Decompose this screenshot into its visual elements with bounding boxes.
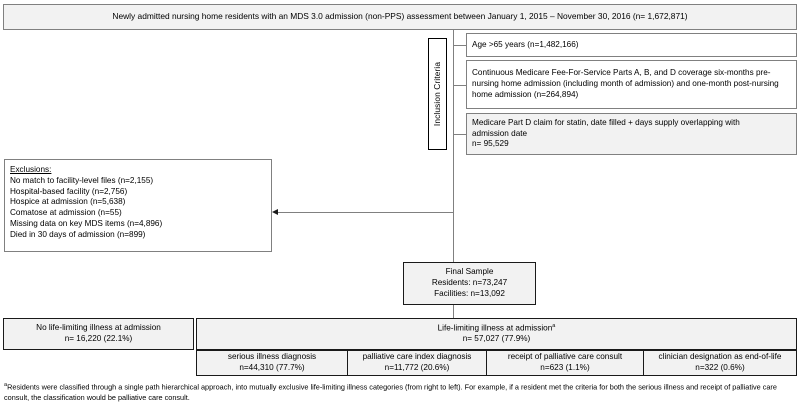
inclusion-step-3-line-3: n= 95,529: [472, 139, 509, 149]
category-label: receipt of palliative care consult: [507, 352, 623, 362]
category-value: n=623 (1.1%): [540, 363, 590, 372]
category-value: n=322 (0.6%): [695, 363, 745, 372]
exclusion-item: Died in 30 days of admission (n=899): [10, 229, 146, 239]
final-sample-line-3: Facilities: n=13,092: [434, 288, 505, 298]
footnote-text: Residents were classified through a sing…: [4, 382, 777, 403]
outcome-life-limiting-box: Life-limiting illness at admissiona n= 5…: [196, 318, 797, 350]
category-box-receipt-of-palliative-care-consult: receipt of palliative care consult n=623…: [486, 350, 644, 376]
connector-to-step-1: [453, 45, 466, 46]
inclusion-step-3-line-1: Medicare Part D claim for statin, date f…: [472, 117, 740, 127]
inclusion-step-2-text: Continuous Medicare Fee-For-Service Part…: [472, 68, 779, 99]
final-sample-line-1: Final Sample: [445, 267, 494, 277]
final-sample-line-2: Residents: n=73,247: [431, 278, 508, 288]
trunk-line-bottom: [453, 305, 454, 318]
category-label: serious illness diagnosis: [227, 352, 317, 362]
exclusion-item: Missing data on key MDS items (n=4,896): [10, 219, 163, 229]
exclusion-item: Hospital-based facility (n=2,756): [10, 186, 128, 196]
inclusion-step-1-text: Age >65 years (n=1,482,166): [472, 39, 579, 49]
category-box-palliative-care-index-diagnosis: palliative care index diagnosis n=11,772…: [347, 350, 487, 376]
category-box-serious-illness-diagnosis: serious illness diagnosis n=44,310 (77.7…: [196, 350, 348, 376]
cohort-title-text: Newly admitted nursing home residents wi…: [112, 11, 688, 22]
outcome-life-limiting-superscript: a: [552, 322, 556, 329]
category-value: n=44,310 (77.7%): [239, 363, 305, 372]
inclusion-criteria-label-text: Inclusion Criteria: [432, 61, 443, 127]
category-label: clinician designation as end-of-life: [658, 352, 782, 362]
exclusions-heading: Exclusions:: [10, 165, 52, 174]
inclusion-step-1-box: Age >65 years (n=1,482,166): [466, 33, 797, 57]
outcome-no-life-limiting-line-2: n= 16,220 (22.1%): [64, 334, 133, 343]
outcome-no-life-limiting-box: No life-limiting illness at admission n=…: [3, 318, 194, 350]
footnote-marker: a: [4, 382, 8, 388]
inclusion-step-3-line-2: admission date: [472, 128, 528, 138]
exclusion-item: No match to facility-level files (n=2,15…: [10, 175, 154, 185]
outcome-no-life-limiting-line-1: No life-limiting illness at admission: [36, 323, 161, 333]
category-value: n=11,772 (20.6%): [384, 363, 450, 372]
outcome-life-limiting-line-2: n= 57,027 (77.9%): [462, 334, 531, 344]
connector-to-step-3: [453, 134, 466, 135]
connector-to-step-2: [453, 85, 466, 86]
exclusions-arrow-line: [278, 212, 454, 213]
cohort-title-box: Newly admitted nursing home residents wi…: [3, 4, 797, 30]
exclusion-item: Hospice at admission (n=5,638): [10, 197, 126, 207]
exclusion-item: Comatose at admission (n=55): [10, 208, 122, 218]
outcome-life-limiting-line-1: Life-limiting illness at admissiona: [438, 323, 556, 335]
trunk-line-top: [453, 30, 454, 262]
final-sample-box: Final Sample Residents: n=73,247 Facilit…: [403, 262, 536, 305]
outcome-life-limiting-label: Life-limiting illness at admission: [437, 323, 553, 333]
category-label: palliative care index diagnosis: [362, 352, 472, 362]
exclusions-arrow-head: [272, 208, 278, 215]
inclusion-step-2-box: Continuous Medicare Fee-For-Service Part…: [466, 60, 797, 109]
inclusion-step-3-box: Medicare Part D claim for statin, date f…: [466, 113, 797, 155]
category-box-clinician-designation-as-end-of-life: clinician designation as end-of-life n=3…: [643, 350, 797, 376]
inclusion-criteria-label-box: Inclusion Criteria: [428, 38, 447, 150]
exclusions-box: Exclusions: No match to facility-level f…: [4, 159, 272, 252]
footnote: aResidents were classified through a sin…: [4, 381, 794, 404]
